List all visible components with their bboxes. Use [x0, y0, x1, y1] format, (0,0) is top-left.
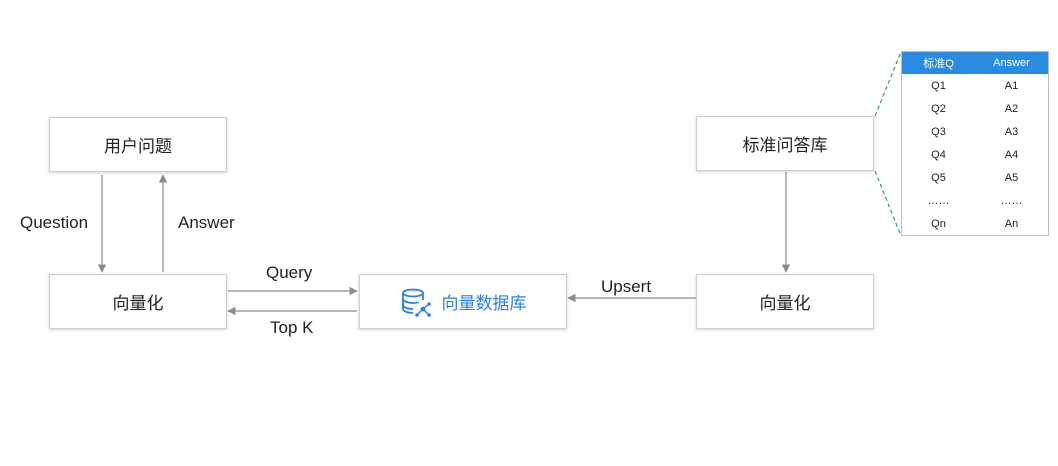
- standard-qa-label: 标准问答库: [742, 136, 828, 156]
- answer-edge-label: Answer: [178, 213, 235, 232]
- qa-cell-answer: A1: [1004, 79, 1019, 92]
- top-k-edge-label: Top K: [270, 318, 314, 337]
- table-row: Qn An: [902, 212, 1048, 235]
- table-row: Q2 A2: [902, 97, 1048, 120]
- user-question-box: 用户问题: [49, 117, 227, 172]
- qa-cell-question: Q5: [931, 171, 946, 184]
- qa-cell-answer: A2: [1004, 102, 1019, 115]
- qa-cell-question: Q1: [931, 79, 946, 92]
- qa-cell-question: Qn: [931, 217, 946, 230]
- table-row: …… ……: [902, 189, 1048, 212]
- qa-cell-question: Q3: [931, 125, 946, 138]
- qa-header-question: 标准Q: [923, 58, 954, 70]
- vector-db-box: 向量数据库: [359, 274, 567, 329]
- qa-cell-question: Q4: [931, 148, 946, 161]
- vector-db-label: 向量数据库: [441, 294, 527, 314]
- table-row: Q4 A4: [902, 143, 1048, 166]
- upsert-edge-label: Upsert: [601, 277, 652, 296]
- qa-cell-question: ……: [927, 194, 950, 207]
- qa-cell-answer: A5: [1004, 171, 1019, 184]
- vectorize-right-label: 向量化: [759, 294, 811, 314]
- vectorize-right-box: 向量化: [696, 274, 874, 329]
- question-edge-label: Question: [20, 213, 89, 232]
- user-question-label: 用户问题: [104, 137, 172, 157]
- qa-cell-answer: ……: [1000, 194, 1023, 207]
- callout-line-top: [874, 51, 902, 117]
- database-network-icon: [400, 286, 432, 318]
- vectorize-left-label: 向量化: [112, 294, 164, 314]
- qa-cell-answer: A3: [1004, 125, 1019, 138]
- qa-header-answer: Answer: [993, 57, 1030, 69]
- vectorize-left-box: 向量化: [49, 274, 227, 329]
- standard-qa-box: 标准问答库: [696, 116, 874, 171]
- qa-cell-answer: An: [1004, 217, 1019, 230]
- table-row: Q3 A3: [902, 120, 1048, 143]
- standard-qa-table: 标准Q Answer Q1 A1 Q2 A2 Q3 A3 Q4 A4 Q5 A5…: [901, 51, 1049, 236]
- table-row: Q5 A5: [902, 166, 1048, 189]
- qa-table-header: 标准Q Answer: [902, 52, 1048, 74]
- query-edge-label: Query: [266, 263, 313, 282]
- qa-cell-answer: A4: [1004, 148, 1019, 161]
- qa-cell-question: Q2: [931, 102, 946, 115]
- callout-line-bottom: [874, 170, 902, 237]
- table-row: Q1 A1: [902, 74, 1048, 97]
